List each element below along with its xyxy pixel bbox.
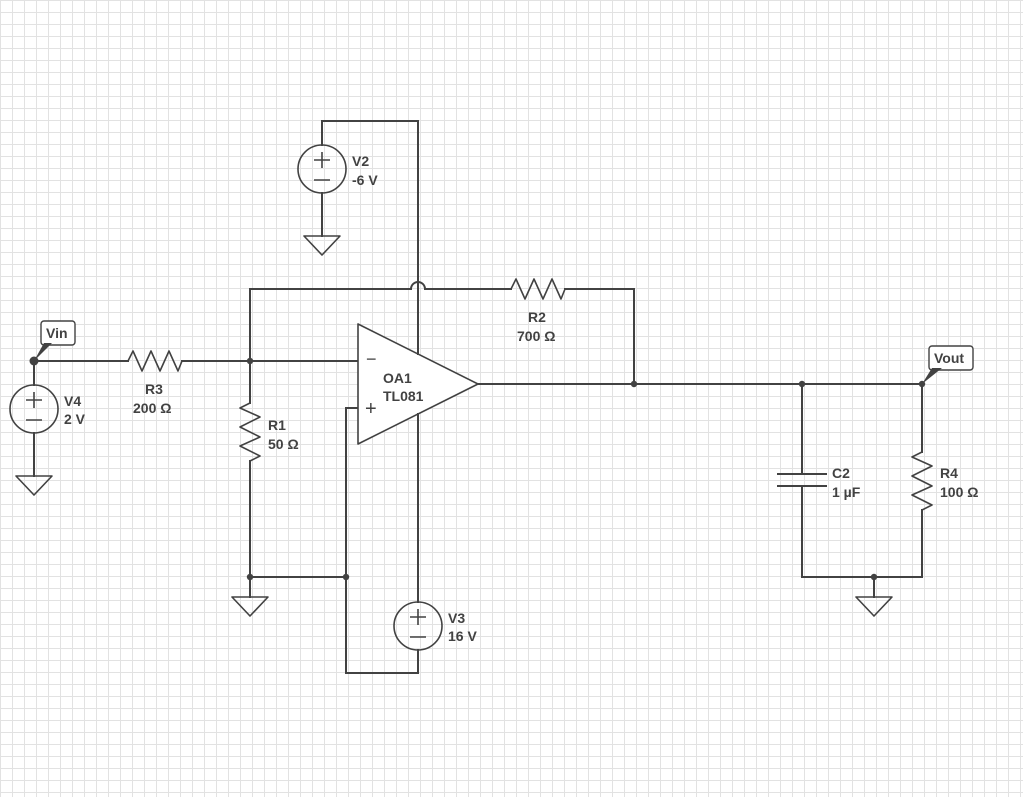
net-label-vout-text: Vout [934, 350, 964, 366]
voltage-source-v4[interactable] [9, 384, 59, 434]
wire-feedback-top[interactable] [249, 281, 512, 290]
ground-icon [15, 475, 53, 496]
junction-dot [246, 573, 254, 581]
v3-value: 16 V [448, 628, 477, 644]
junction-dot [798, 380, 806, 388]
v2-value: -6 V [352, 172, 378, 188]
opamp-minus-sign: − [366, 349, 377, 369]
wire-v2-supply[interactable] [321, 120, 419, 348]
v4-name: V4 [64, 393, 81, 409]
r1-name: R1 [268, 417, 286, 433]
junction-dot [630, 380, 638, 388]
wire-r2-output[interactable] [564, 288, 635, 385]
net-label-vin[interactable]: Vin [34, 320, 76, 361]
r2-value: 700 Ω [517, 328, 555, 344]
opamp-name: OA1 [383, 370, 412, 386]
ground-icon [855, 596, 893, 617]
opamp-model: TL081 [383, 388, 424, 404]
junctions [29, 356, 926, 581]
net-label-vout[interactable]: Vout [922, 345, 974, 384]
junction-dot [246, 357, 254, 365]
ground-icon [231, 596, 269, 617]
r4-value: 100 Ω [940, 484, 978, 500]
voltage-source-v2[interactable] [297, 144, 347, 194]
v2-name: V2 [352, 153, 369, 169]
v3-name: V3 [448, 610, 465, 626]
opamp-plus-sign: + [365, 398, 377, 420]
net-label-vin-text: Vin [46, 325, 68, 341]
junction-dot [342, 573, 350, 581]
r1-value: 50 Ω [268, 436, 299, 452]
capacitor-c2-symbol[interactable] [777, 473, 827, 487]
r2-name: R2 [528, 309, 546, 325]
c2-value: 1 µF [832, 484, 861, 500]
wires [33, 120, 923, 674]
ground-icon [303, 235, 341, 256]
c2-name: C2 [832, 465, 850, 481]
r4-name: R4 [940, 465, 958, 481]
r3-value: 200 Ω [133, 400, 171, 416]
v4-value: 2 V [64, 411, 86, 427]
r3-name: R3 [145, 381, 163, 397]
resistor-r1-symbol[interactable] [239, 402, 261, 462]
resistor-r2-symbol[interactable] [510, 278, 566, 300]
resistor-r3-symbol[interactable] [127, 350, 183, 372]
junction-dot [870, 573, 878, 581]
resistor-r4-symbol[interactable] [911, 451, 933, 511]
opamp-oa1[interactable] [357, 323, 479, 445]
wire-noninverting-v3[interactable] [345, 407, 419, 674]
voltage-source-v3[interactable] [393, 601, 443, 651]
